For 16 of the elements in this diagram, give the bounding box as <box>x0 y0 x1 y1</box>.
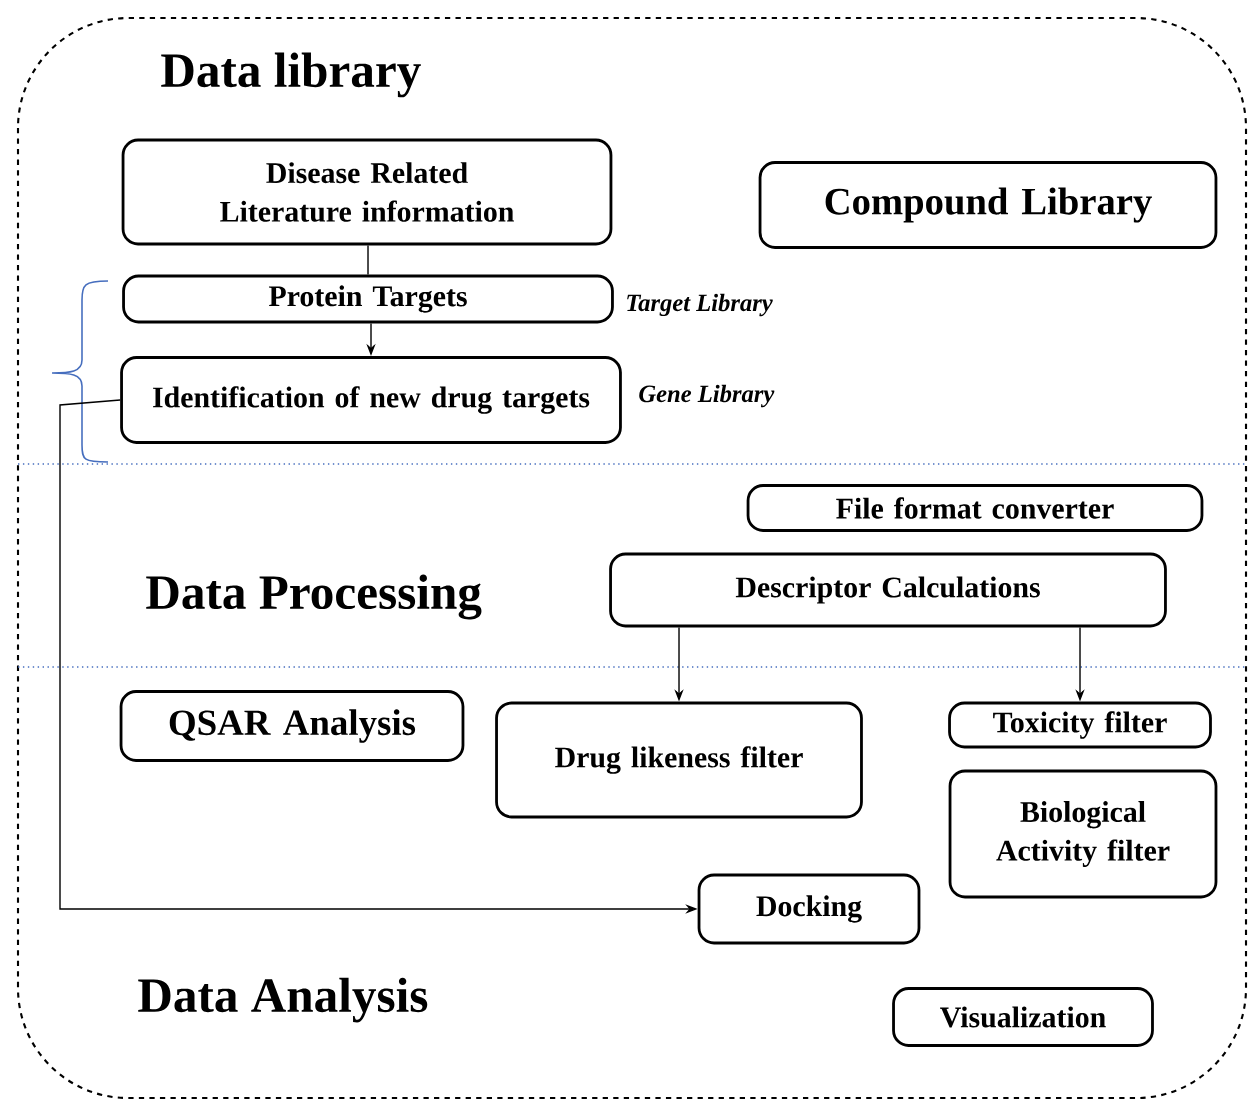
side-note: Gene Library <box>639 384 775 408</box>
process-box: Drug likeness filter <box>495 701 863 819</box>
process-box: Toxicity filter <box>948 701 1212 749</box>
process-box: Descriptor Calculations <box>609 552 1167 628</box>
process-box: Protein Targets <box>122 274 614 324</box>
process-box: Compound Library <box>758 161 1218 249</box>
process-box: Visualization <box>892 987 1154 1047</box>
process-box: Docking <box>697 873 921 945</box>
process-box: Biological Activity filter <box>948 769 1218 899</box>
process-box: Identification of new drug targets <box>120 356 622 444</box>
side-note: Target Library <box>627 293 773 317</box>
section-heading: Data Analysis <box>138 977 428 1023</box>
section-heading: Data Processing <box>146 574 482 620</box>
process-box: QSAR Analysis <box>119 690 465 762</box>
process-box: Disease Related Literature information <box>121 138 613 246</box>
process-box: File format converter <box>746 484 1204 532</box>
